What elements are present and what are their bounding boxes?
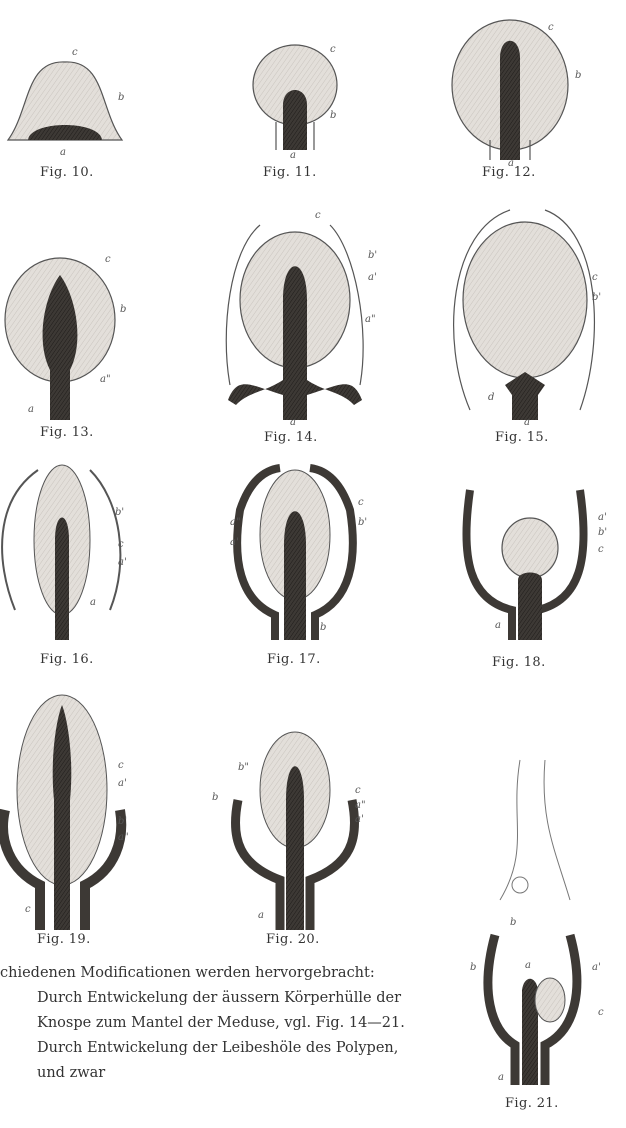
fig-11-drawing: c b a <box>253 44 337 161</box>
fig-16-drawing: b' c a' a <box>2 465 127 640</box>
fig-15-drawing: c b' d a <box>454 210 602 428</box>
fig-19-drawing: c a' b' a" c <box>3 695 129 930</box>
fig-21-label-a-top: a <box>525 960 531 971</box>
fig-15-label-a: a <box>524 417 530 428</box>
fig-20-label-b: b <box>212 792 218 803</box>
fig-19-label-b1: b' <box>118 816 127 827</box>
fig-14-label-a: a <box>290 417 296 428</box>
fig-20-label-a: a <box>258 910 264 921</box>
fig-13-caption: Fig. 13. <box>40 425 94 440</box>
fig-11-label-a: a <box>290 150 296 161</box>
fig-17-caption: Fig. 17. <box>267 652 321 667</box>
fig-13-label-a: a <box>28 404 34 415</box>
fig-10-label-b: b <box>118 92 124 103</box>
fig-20-caption: Fig. 20. <box>266 932 320 947</box>
fig-18-label-c: c <box>598 544 604 555</box>
fig-13-drawing: c b a" a <box>5 254 126 420</box>
body-text-line-3: Knospe zum Mantel der Meduse, vgl. Fig. … <box>37 1012 405 1034</box>
fig-17-label-a2: a" <box>230 517 241 528</box>
body-text-line-4: Durch Entwickelung der Leibeshöle des Po… <box>37 1037 398 1059</box>
fig-13-label-b: b <box>120 304 126 315</box>
fig-14-label-c: c <box>315 210 321 221</box>
fig-18-label-a: a <box>495 620 501 631</box>
fig-18-caption: Fig. 18. <box>492 655 546 670</box>
fig-15-label-d: d <box>488 392 494 403</box>
fig-19-label-a1: a' <box>118 778 127 789</box>
body-text-line-2: Durch Entwickelung der äussern Körperhül… <box>37 987 401 1009</box>
fig-12-drawing: c b a <box>452 20 581 169</box>
fig-19-label-a2: a" <box>118 832 129 843</box>
fig-19-caption: Fig. 19. <box>37 932 91 947</box>
fig-17-drawing: a" a' c b' b <box>230 468 367 640</box>
fig-15-label-b1: b' <box>592 292 601 303</box>
fig-21-drawing: b a' b a c a <box>470 760 604 1085</box>
fig-16-caption: Fig. 16. <box>40 652 94 667</box>
fig-21-label-b: b <box>470 962 476 973</box>
fig-21-label-c: c <box>598 1007 604 1018</box>
fig-18-label-a1: a' <box>598 512 607 523</box>
fig-10-label-c: c <box>72 47 78 58</box>
fig-10-label-a: a <box>60 147 66 158</box>
fig-21-caption: Fig. 21. <box>505 1096 559 1111</box>
fig-19-label-c: c <box>118 760 124 771</box>
fig-14-label-a2: a" <box>365 314 376 325</box>
fig-16-label-a: a <box>90 597 96 608</box>
fig-12-label-c: c <box>548 22 554 33</box>
fig-20-label-a1: a' <box>355 814 364 825</box>
fig-17-label-b1: b' <box>358 517 367 528</box>
fig-18-label-b1: b' <box>598 527 607 538</box>
fig-20-label-b2: b" <box>238 762 249 773</box>
fig-11-label-b: b <box>330 110 336 121</box>
fig-19-label-c2: c <box>25 904 31 915</box>
fig-10-caption: Fig. 10. <box>40 165 94 180</box>
fig-17-label-c: c <box>358 497 364 508</box>
fig-11-caption: Fig. 11. <box>263 165 317 180</box>
fig-12-caption: Fig. 12. <box>482 165 536 180</box>
fig-20-label-a2: a" <box>355 800 366 811</box>
fig-16-label-b1: b' <box>115 507 124 518</box>
fig-14-drawing: c b' a' a" a <box>226 210 377 428</box>
fig-16-label-c: c <box>118 539 124 550</box>
fig-18-drawing: a' b' c a <box>466 490 607 640</box>
fig-12-label-b: b <box>575 70 581 81</box>
fig-10-drawing: c b a <box>8 47 124 158</box>
fig-14-label-a1: a' <box>368 272 377 283</box>
fig-17-label-a1: a' <box>230 537 239 548</box>
body-text-line-1: chiedenen Modificationen werden hervorge… <box>0 962 375 984</box>
fig-21-label-a: a <box>498 1072 504 1083</box>
fig-17-label-b: b <box>320 622 326 633</box>
fig-15-label-c: c <box>592 272 598 283</box>
fig-20-drawing: b" b c a" a' a <box>212 732 366 930</box>
body-text-line-5: und zwar <box>37 1062 105 1084</box>
fig-14-caption: Fig. 14. <box>264 430 318 445</box>
fig-15-caption: Fig. 15. <box>495 430 549 445</box>
fig-14-label-b1: b' <box>368 250 377 261</box>
fig-21-label-a1: a' <box>592 962 601 973</box>
fig-21-label-b2: b <box>510 917 516 928</box>
fig-13-label-a2: a" <box>100 374 111 385</box>
fig-16-label-a1: a' <box>118 557 127 568</box>
fig-20-label-c: c <box>355 785 361 796</box>
fig-13-label-c: c <box>105 254 111 265</box>
fig-11-label-c: c <box>330 44 336 55</box>
